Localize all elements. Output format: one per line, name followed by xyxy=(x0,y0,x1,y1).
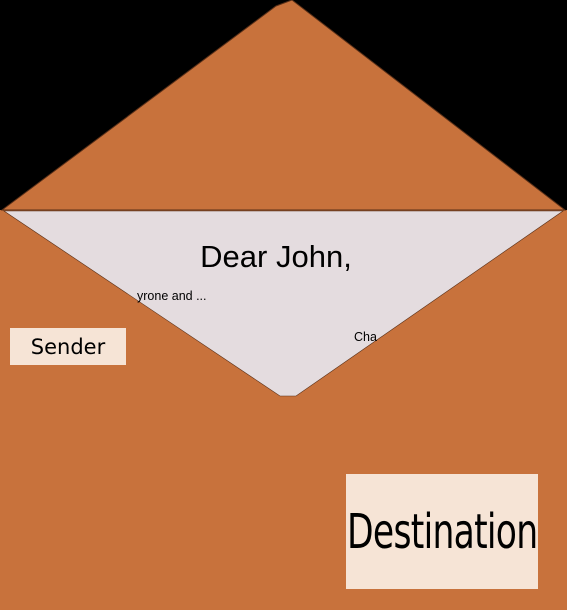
sender-label: Sender xyxy=(10,328,126,365)
destination-label: Destination xyxy=(346,474,538,589)
destination-label-text: Destination xyxy=(346,503,538,560)
envelope-top-flap xyxy=(0,0,567,211)
letter-paper xyxy=(3,210,564,397)
letter-line-2: Cha xyxy=(354,330,377,344)
sender-label-text: Sender xyxy=(30,334,106,359)
letter-line-1: yrone and ... xyxy=(137,289,207,303)
letter-greeting: Dear John, xyxy=(200,239,352,274)
